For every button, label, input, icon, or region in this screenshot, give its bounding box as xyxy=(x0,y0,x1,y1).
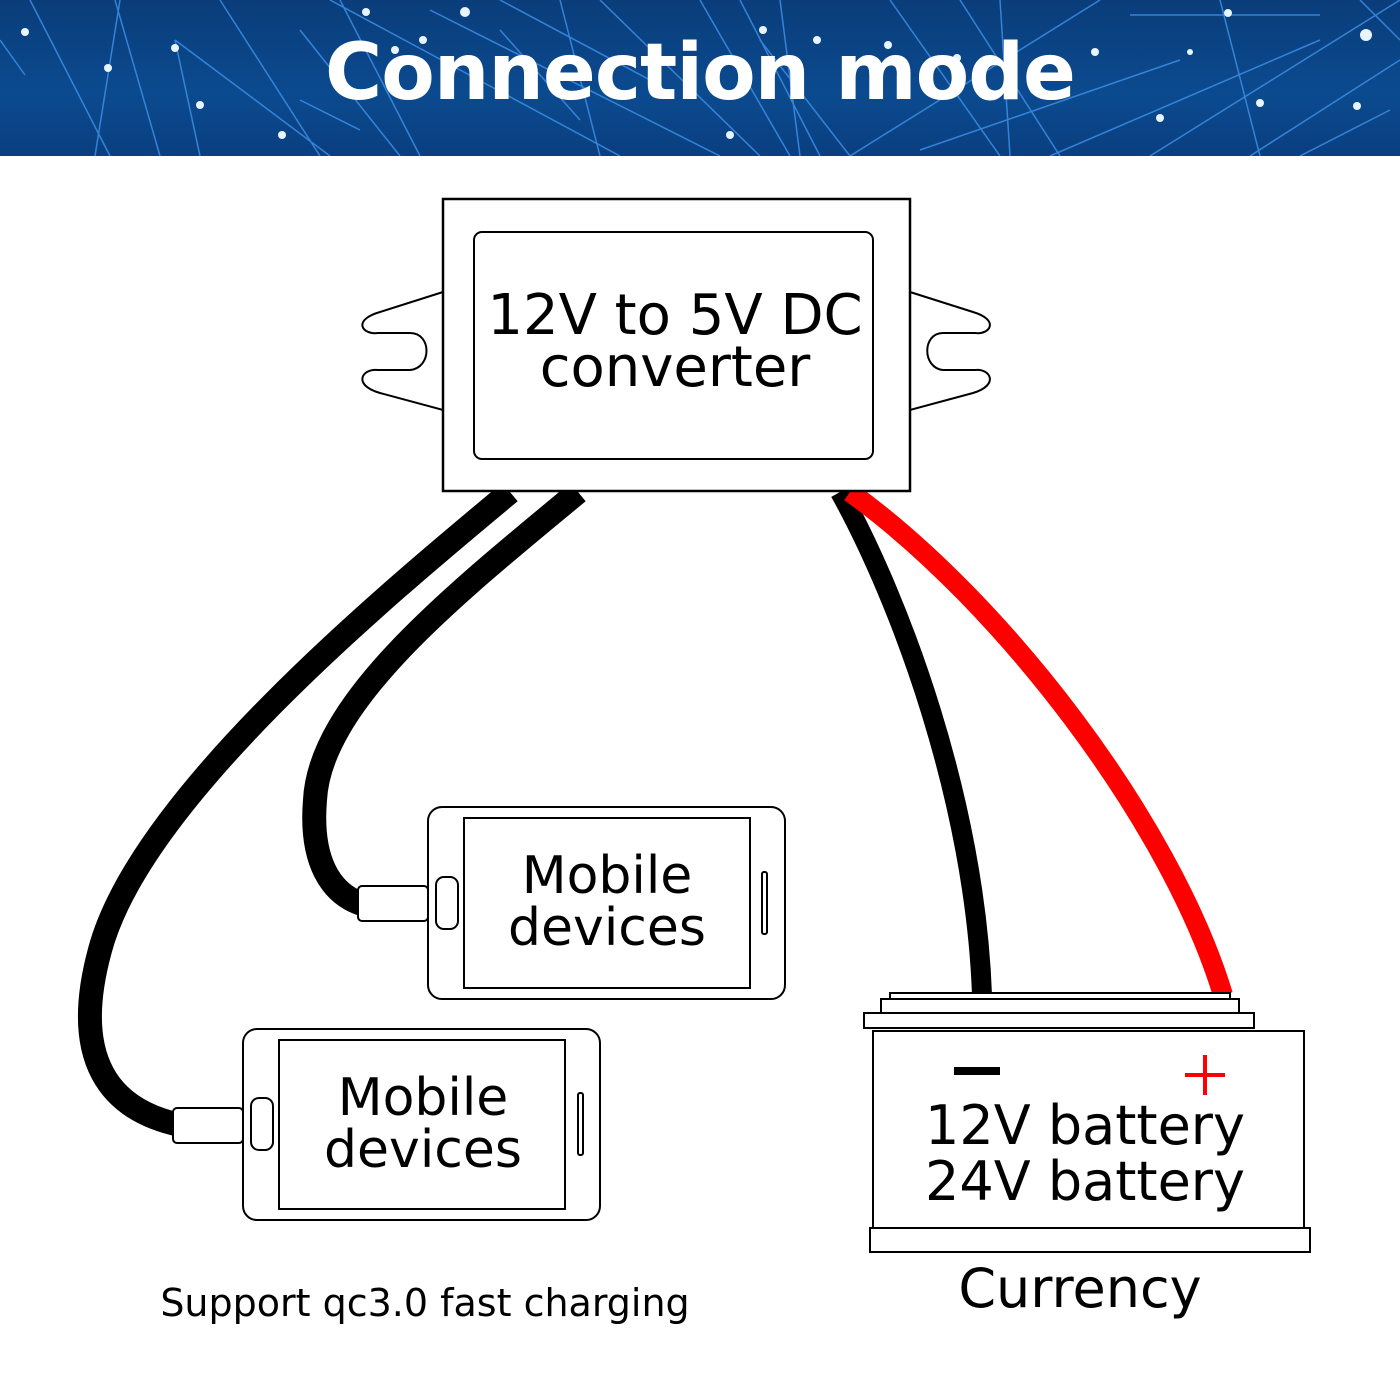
support-note: Support qc3.0 fast charging xyxy=(160,1281,690,1325)
positive-terminal-icon xyxy=(1185,1055,1225,1095)
home-button xyxy=(435,876,459,930)
battery-label-line1: 12V battery xyxy=(925,1094,1245,1157)
mounting-ear-right xyxy=(909,290,991,412)
battery-lid xyxy=(863,1012,1255,1029)
mobile-device-1 xyxy=(357,806,786,1000)
phone-screen xyxy=(278,1039,566,1210)
mobile-device-2 xyxy=(172,1028,601,1221)
usb-plug xyxy=(357,885,429,922)
battery-base xyxy=(869,1227,1311,1253)
converter-inner-panel xyxy=(473,231,874,460)
circuit-light-pattern xyxy=(0,0,1400,156)
converter-label-line1: 12V to 5V DC xyxy=(487,283,863,348)
speaker-slot xyxy=(761,871,768,935)
converter-label: 12V to 5V DC converter xyxy=(475,283,875,400)
battery-label-line2: 24V battery xyxy=(925,1150,1245,1213)
home-button xyxy=(250,1097,274,1151)
battery-cap-mid xyxy=(880,998,1240,1014)
mobile-device-1-label: Mobile devices xyxy=(462,850,752,954)
mobile-device-2-label: Mobile devices xyxy=(278,1072,568,1176)
mobile-device-2-line2: devices xyxy=(324,1120,522,1180)
positive-wire xyxy=(844,483,1233,998)
mobile-device-1-line2: devices xyxy=(508,898,706,958)
battery-label: 12V battery 24V battery xyxy=(900,1098,1270,1210)
mobile-device-1-line1: Mobile xyxy=(521,846,693,906)
battery-caption: Currency xyxy=(958,1257,1202,1320)
battery xyxy=(863,992,1311,1253)
usb-cable-inner xyxy=(302,482,586,917)
converter-box xyxy=(361,197,991,493)
header-banner: Connection mode xyxy=(0,0,1400,156)
converter-label-line2: converter xyxy=(539,335,811,400)
page-title: Connection mode xyxy=(325,28,1076,118)
mounting-ear-left xyxy=(361,290,444,412)
usb-plug xyxy=(172,1107,244,1144)
battery-body xyxy=(872,1030,1305,1229)
usb-cable-outer xyxy=(78,482,518,1137)
negative-wire xyxy=(831,487,992,996)
speaker-slot xyxy=(577,1092,584,1156)
phone-screen xyxy=(463,817,751,989)
mobile-device-2-line1: Mobile xyxy=(337,1068,509,1128)
negative-terminal-icon xyxy=(954,1067,1000,1075)
